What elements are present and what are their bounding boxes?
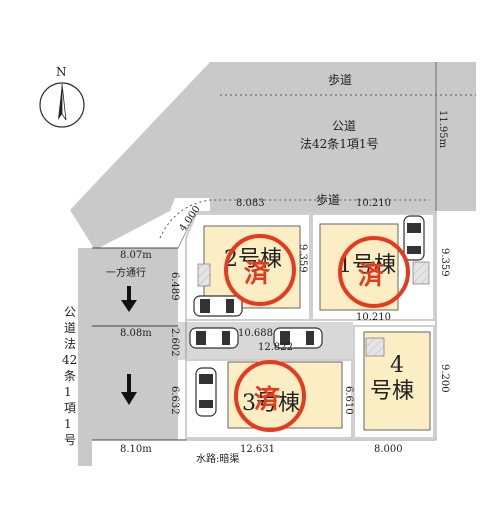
dim-810: 8.10m bbox=[120, 444, 152, 455]
lot-1-porch bbox=[412, 261, 430, 285]
lot-4-porch bbox=[365, 337, 385, 357]
west-road-char: 道 bbox=[64, 321, 76, 335]
lot-1-name: 1号棟 bbox=[338, 253, 396, 278]
one-way-label: 一方通行 bbox=[106, 266, 146, 279]
waterway-label: 水路:暗渠 bbox=[196, 452, 239, 465]
dim-6489: 6.489 bbox=[169, 272, 180, 301]
west-road-char: 1 bbox=[64, 385, 72, 399]
west-road-char: 公 bbox=[64, 305, 76, 319]
sidewalk-line-inner bbox=[159, 199, 430, 239]
svg-text:済: 済 bbox=[254, 384, 281, 415]
compass-label: N bbox=[56, 65, 67, 79]
arrow-down-icon-2 bbox=[121, 374, 137, 405]
dim-2602: 2.602 bbox=[169, 328, 180, 357]
dim-8083: 8.083 bbox=[236, 198, 265, 209]
west-road-char: 条 bbox=[64, 369, 76, 383]
lot-2-porch bbox=[197, 263, 211, 287]
dim-8000: 8.000 bbox=[374, 444, 403, 455]
west-road-char: 項 bbox=[64, 401, 76, 415]
dim-6632: 6.632 bbox=[169, 386, 180, 415]
car-4 bbox=[273, 327, 323, 349]
car-3 bbox=[189, 327, 239, 349]
dim-10210-top: 10.210 bbox=[356, 198, 391, 209]
dim-12631: 12.631 bbox=[240, 444, 275, 455]
dim-12822: 12.822 bbox=[258, 342, 293, 353]
north-arrow-icon bbox=[39, 82, 85, 128]
dim-10210-bottom: 10.210 bbox=[356, 312, 391, 323]
north-road-title: 公道 bbox=[332, 119, 356, 133]
north-road-law: 法42条1項1号 bbox=[300, 137, 379, 151]
sold-stamp-lot-1: 済 bbox=[338, 236, 410, 308]
car-5 bbox=[195, 367, 217, 417]
sold-stamp-lot-3: 済 bbox=[234, 360, 306, 432]
north-road bbox=[70, 62, 476, 250]
west-road-char: 号 bbox=[64, 433, 76, 447]
inner-sidewalk-label: 歩道 bbox=[316, 192, 340, 207]
north-sidewalk-label: 歩道 bbox=[328, 72, 352, 87]
car-1 bbox=[403, 215, 425, 261]
lot-3-name: 3号棟 bbox=[242, 391, 300, 416]
svg-text:済: 済 bbox=[244, 258, 271, 289]
arrow-down-icon bbox=[121, 286, 137, 312]
car-2 bbox=[193, 295, 243, 317]
north-road-width: 11.95m bbox=[437, 110, 448, 149]
dim-808: 8.08m bbox=[120, 328, 152, 339]
dim-9359-left: 9.359 bbox=[297, 244, 308, 273]
lot-4-name: 号棟 bbox=[370, 379, 414, 404]
west-road-char: 1 bbox=[64, 417, 72, 431]
lot-4-number: 4 bbox=[390, 353, 404, 378]
dim-10688: 10.688 bbox=[238, 328, 273, 339]
dim-9359-right: 9.359 bbox=[439, 248, 450, 277]
dim-6610: 6.610 bbox=[343, 386, 354, 415]
svg-text:済: 済 bbox=[358, 260, 385, 291]
lot-4-building bbox=[363, 331, 431, 431]
sold-stamp-lot-2: 済 bbox=[224, 234, 296, 306]
dim-9200: 9.200 bbox=[439, 364, 450, 393]
dim-807: 8.07m bbox=[120, 250, 152, 261]
west-road-char: 42 bbox=[62, 353, 77, 367]
west-road-label: 公道法 42 条 1 項 1 号 bbox=[62, 305, 77, 447]
west-road bbox=[78, 248, 178, 466]
west-road-char: 法 bbox=[64, 337, 76, 351]
